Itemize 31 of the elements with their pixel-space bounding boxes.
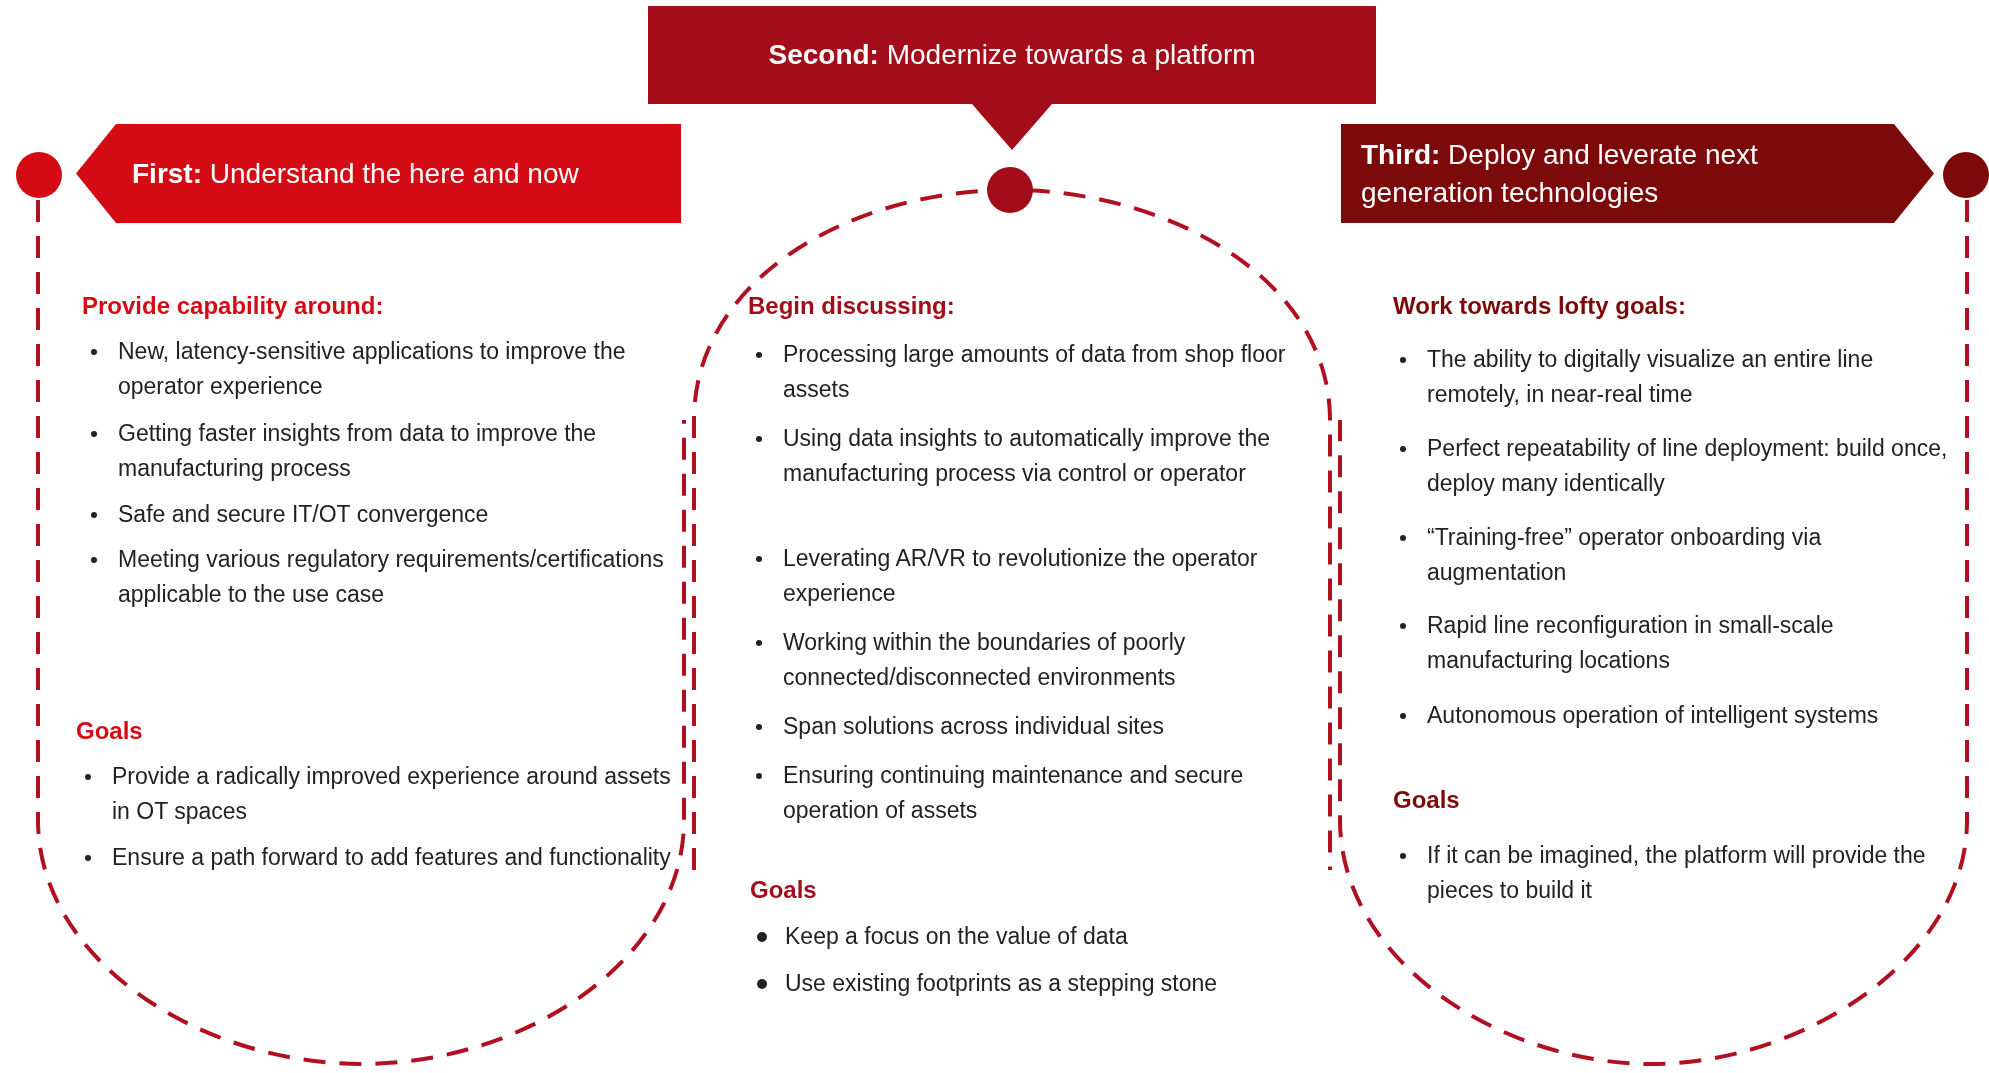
section-heading: Goals xyxy=(1393,785,1460,815)
bullet-text: Meeting various regulatory requirements/certifications applicable to the use case xyxy=(118,545,665,609)
bullet-text: “Training-free” operator onboarding via augmentation xyxy=(1427,523,1823,587)
bullet-text: Processing large amounts of data from shop floor assets xyxy=(783,340,1287,404)
banner-title: Second: Modernize towards a platform xyxy=(768,38,1256,72)
bullet-text: Span solutions across individual sites xyxy=(783,712,1165,741)
bullet-text: Keep a focus on the value of data xyxy=(785,922,1129,951)
bullet-text: Rapid line reconfiguration in small-scale manufacturing locations xyxy=(1427,611,1835,675)
bullet-text: Autonomous operation of intelligent systems xyxy=(1427,701,1880,730)
section-heading: Goals xyxy=(750,875,817,905)
section-heading: Begin discussing: xyxy=(748,291,955,321)
bullet-text: Leverating AR/VR to revolutionize the operator experience xyxy=(783,544,1259,608)
banner-title: Third: Deploy and leverate next generation technologies xyxy=(1361,137,1759,210)
banner xyxy=(1341,124,1934,223)
section-heading: Provide capability around: xyxy=(82,291,384,321)
bullet-text: Ensure a path forward to add features and functionality xyxy=(112,843,672,872)
bullet-text: Perfect repeatability of line deployment: build once, deploy many identically xyxy=(1427,434,1949,498)
bullet-text: Safe and secure IT/OT convergence xyxy=(118,500,490,529)
bullet-text: If it can be imagined, the platform will provide the pieces to build it xyxy=(1427,841,1927,905)
section-heading: Work towards lofty goals: xyxy=(1393,291,1686,321)
bullet-text: Using data insights to automatically improve the manufacturing process via control or operator xyxy=(783,424,1272,488)
banner xyxy=(76,124,681,223)
bullet-text: Getting faster insights from data to improve the manufacturing process xyxy=(118,419,598,483)
bullet-text: New, latency-sensitive applications to improve the operator experience xyxy=(118,337,627,401)
section-heading: Goals xyxy=(76,716,143,746)
banner-title: First: Understand the here and now xyxy=(132,156,579,191)
bullet-text: Use existing footprints as a stepping stone xyxy=(785,969,1219,998)
bullet-text: The ability to digitally visualize an entire line remotely, in near-real time xyxy=(1427,345,1875,409)
bullet-text: Provide a radically improved experience around assets in OT spaces xyxy=(112,762,672,826)
bullet-text: Working within the boundaries of poorly connected/disconnected environments xyxy=(783,628,1187,692)
bullet-text: Ensuring continuing maintenance and secure operation of assets xyxy=(783,761,1245,825)
